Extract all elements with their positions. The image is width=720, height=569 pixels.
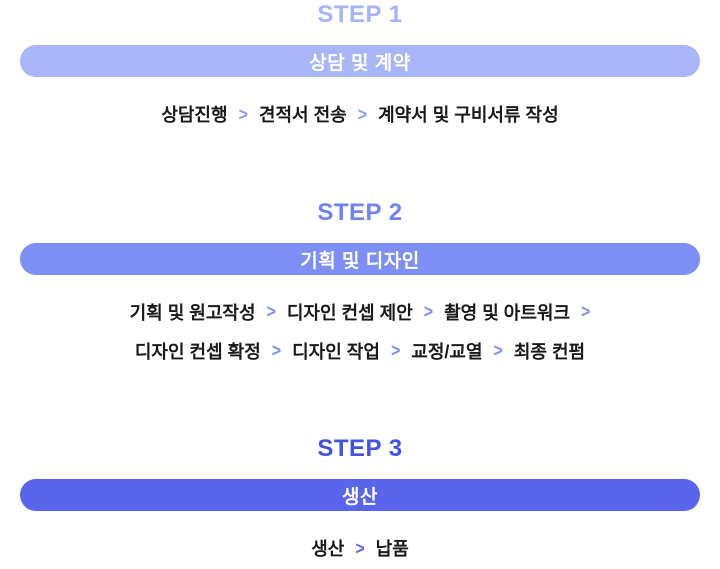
chevron-separator-icon: > [493, 341, 503, 361]
chevron-separator-icon: > [581, 303, 591, 323]
flow-item: 촬영 및 아트워크 [444, 303, 571, 324]
flow-line: 디자인 컨셉 확정 > 디자인 작업 > 교정/교열 > 최종 컨펌 [135, 341, 585, 364]
step-title-pill: 기획 및 디자인 [20, 243, 700, 276]
chevron-separator-icon: > [357, 105, 368, 125]
flow-item: 견적서 전송 [258, 105, 347, 126]
flow-line: 기획 및 원고작성 > 디자인 컨셉 제안 > 촬영 및 아트워크 > [130, 302, 591, 325]
flow-item: 최종 컨펌 [513, 341, 586, 362]
step-section-3: STEP 3 생산 생산 > 납품 [0, 434, 720, 562]
flow-item: 납품 [375, 539, 409, 560]
flow-item: 기획 및 원고작성 [129, 303, 256, 324]
flow-item: 상담진행 [161, 105, 228, 126]
flow-item: 디자인 컨셉 확정 [134, 341, 261, 362]
chevron-separator-icon: > [238, 105, 248, 125]
flow-line: 상담진행 > 견적서 전송 > 계약서 및 구비서류 작성 [161, 104, 558, 127]
flow-item: 계약서 및 구비서류 작성 [378, 105, 559, 126]
step-label: STEP 3 [317, 434, 403, 462]
flow-container: 상담진행 > 견적서 전송 > 계약서 및 구비서류 작성 [161, 104, 558, 127]
chevron-separator-icon: > [266, 303, 276, 323]
flow-container: 생산 > 납품 [311, 538, 409, 561]
step-label: STEP 2 [317, 198, 403, 226]
step-label: STEP 1 [317, 1, 403, 28]
step-section-2: STEP 2 기획 및 디자인 기획 및 원고작성>디자인 컨셉 제안>촬영 및… [0, 198, 720, 364]
chevron-separator-icon: > [390, 341, 401, 361]
flow-item: 디자인 컨셉 제안 [286, 303, 413, 324]
flow-item: 생산 [311, 539, 345, 560]
chevron-separator-icon: > [423, 303, 434, 323]
flow-line: 생산 > 납품 [311, 538, 409, 561]
step-title-pill: 상담 및 계약 [20, 45, 700, 78]
chevron-separator-icon: > [355, 539, 365, 559]
flow-item: 디자인 작업 [292, 341, 380, 362]
step-title-pill: 생산 [20, 479, 700, 512]
step-section-1: STEP 1 상담 및 계약 상담진행 > 견적서 전송 > 계약서 및 구비서류 작성 [0, 1, 720, 128]
flow-item: 교정/교열 [411, 341, 483, 362]
flow-container: 기획 및 원고작성>디자인 컨셉 제안>촬영 및 아트워크>디자인 컨셉 확정>… [130, 302, 591, 364]
chevron-separator-icon: > [271, 341, 282, 361]
